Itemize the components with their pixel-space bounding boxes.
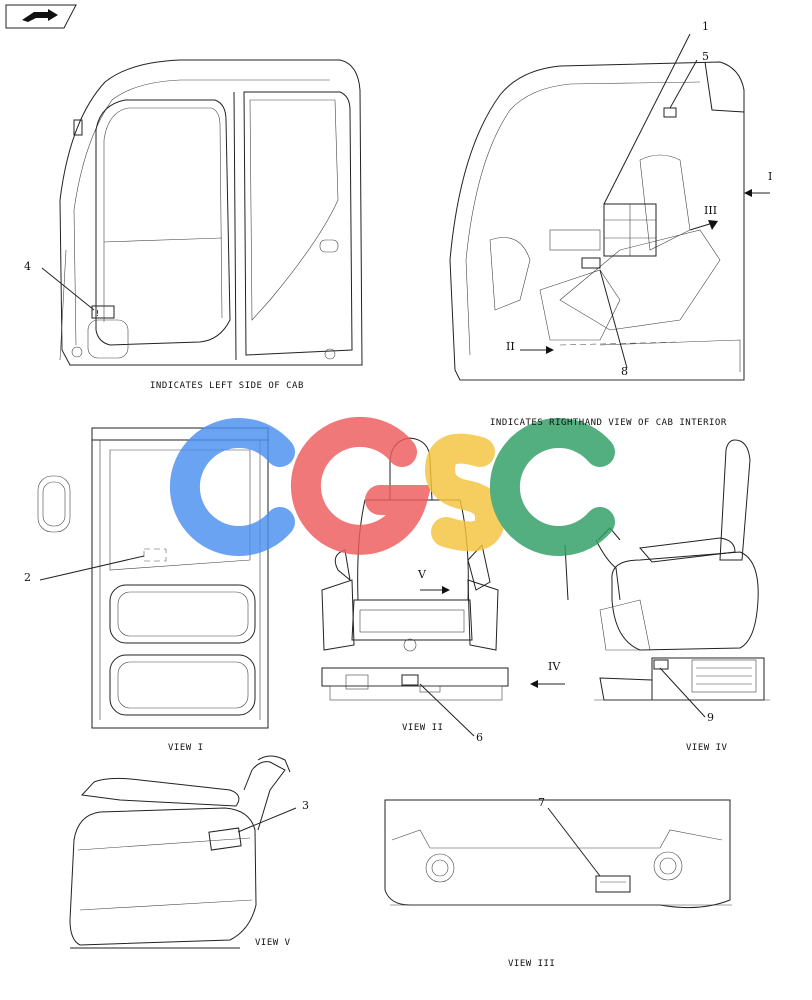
arrow-IV: [530, 680, 565, 688]
caption-left-side: INDICATES LEFT SIDE OF CAB: [150, 381, 304, 391]
leader-3: [237, 807, 297, 833]
callout-4: 4: [24, 260, 31, 273]
callout-5: 5: [702, 50, 709, 63]
leader-4: [41, 267, 95, 311]
arrow-V: [420, 586, 450, 594]
callout-9: 9: [707, 711, 714, 724]
arrow-label-iii: III: [704, 204, 718, 217]
arrow-I: [744, 189, 770, 197]
cab-interior-drawing: [449, 61, 745, 381]
arrow-label-v: V: [418, 568, 426, 581]
cab-left-side-drawing: !: [59, 59, 363, 366]
callout-1: 1: [702, 20, 709, 33]
caption-view-i: VIEW I: [168, 743, 204, 753]
arrow-II: [520, 346, 554, 354]
arrow-label-i: I: [768, 170, 773, 183]
caption-view-v: VIEW V: [255, 938, 291, 948]
callout-3: 3: [302, 799, 309, 812]
book-arrow-icon: [5, 4, 77, 29]
callout-6: 6: [476, 731, 483, 744]
leader-9: [659, 667, 706, 718]
svg-text:!: !: [95, 309, 100, 318]
view-i-drawing: [37, 427, 269, 729]
leader-6: [419, 683, 475, 737]
view-iv-drawing: [564, 439, 770, 701]
view-ii-drawing: [321, 437, 509, 701]
arrow-label-ii: II: [506, 340, 515, 353]
leader-2: [39, 555, 145, 581]
leader-5: [669, 59, 698, 109]
view-iii-drawing: [384, 799, 732, 909]
leader-7: [547, 807, 601, 877]
arrow-III: [689, 220, 718, 231]
leader-1: [603, 33, 691, 205]
callout-8: 8: [621, 365, 628, 378]
leader-8: [599, 269, 628, 369]
view-v-drawing: [69, 755, 291, 949]
callout-2: 2: [24, 571, 31, 584]
caption-view-iv: VIEW IV: [686, 743, 728, 753]
arrow-label-iv: IV: [548, 660, 561, 673]
caption-view-ii: VIEW II: [402, 723, 444, 733]
cgsc-watermark: [169, 416, 615, 556]
callout-7: 7: [538, 796, 545, 809]
caption-view-iii: VIEW III: [508, 959, 556, 969]
caption-right-interior: INDICATES RIGHTHAND VIEW OF CAB INTERIOR: [490, 418, 727, 428]
